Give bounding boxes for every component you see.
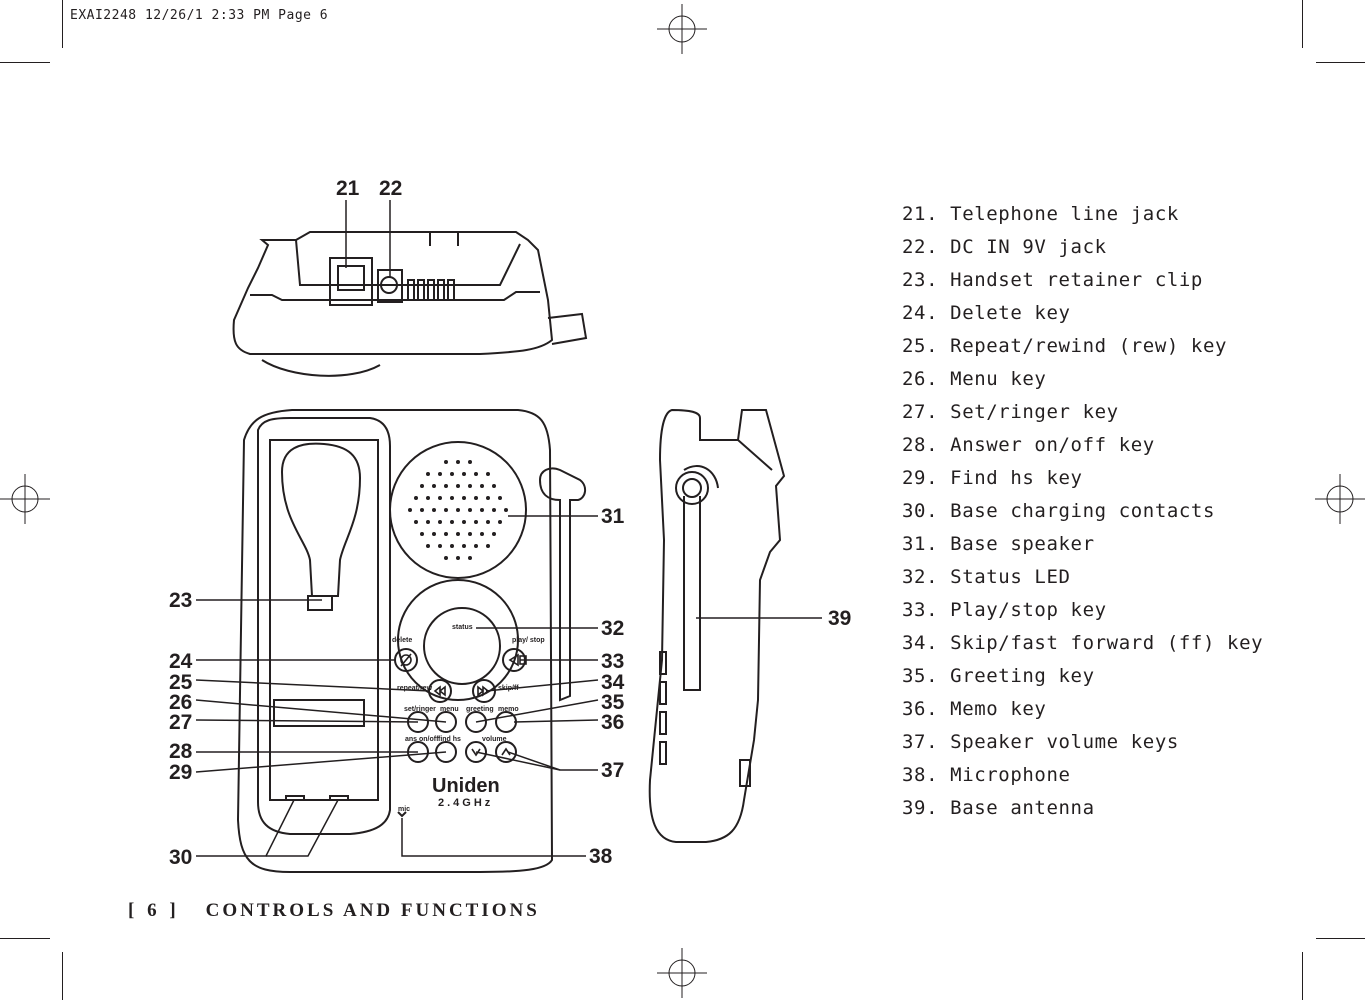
callout-number: 34 [601, 671, 625, 694]
callout-number: 32 [601, 617, 625, 640]
band-label: 2.4GHz [438, 797, 493, 809]
callout-number: 35 [601, 691, 625, 714]
callout-number: 28 [169, 740, 193, 763]
memo-key-label: memo [498, 706, 519, 713]
page-number: [ 6 ] [128, 900, 180, 921]
crop-mark [0, 938, 50, 939]
ans-onoff-key-label: ans on/off [405, 736, 439, 743]
base-rear-view [232, 231, 588, 377]
play-stop-key-label: play/ stop [512, 637, 545, 644]
callout-number: 25 [169, 671, 193, 694]
speaker-grille [408, 460, 508, 560]
base-side-view [648, 408, 786, 843]
legend-item: 24. Delete key [902, 302, 1071, 324]
registration-mark-icon [657, 4, 707, 54]
legend-item: 31. Base speaker [902, 533, 1095, 555]
legend-item: 35. Greeting key [902, 665, 1095, 687]
greeting-key-label: greeting [466, 706, 494, 713]
crop-mark [1316, 938, 1365, 939]
legend-item: 37. Speaker volume keys [902, 731, 1179, 753]
crop-mark [62, 952, 63, 1000]
find-hs-key-label: find hs [438, 736, 461, 743]
callout-number: 39 [828, 607, 852, 630]
legend-item: 25. Repeat/rewind (rew) key [902, 335, 1228, 357]
callout-number: 33 [601, 650, 625, 673]
page-footer: [ 6 ] CONTROLS AND FUNCTIONS [128, 900, 540, 922]
mic-label: mic [398, 806, 410, 813]
legend-item: 21. Telephone line jack [902, 203, 1179, 225]
status-led-label: status [452, 624, 473, 631]
callout-number: 36 [601, 711, 625, 734]
callout-number: 26 [169, 691, 193, 714]
repeat-rew-key-label: repeat/rew [397, 685, 433, 692]
legend-item: 36. Memo key [902, 698, 1047, 720]
crop-mark [1316, 62, 1365, 63]
crop-mark [62, 0, 63, 48]
legend-item: 29. Find hs key [902, 467, 1083, 489]
leader-lines [195, 200, 822, 857]
base-front-view [236, 409, 586, 873]
callout-number: 27 [169, 711, 193, 734]
registration-mark-icon [657, 948, 707, 998]
legend-item: 33. Play/stop key [902, 599, 1107, 621]
callout-number: 31 [601, 505, 625, 528]
legend-item: 34. Skip/fast forward (ff) key [902, 632, 1264, 654]
crop-mark [0, 62, 50, 63]
legend-item: 23. Handset retainer clip [902, 269, 1203, 291]
legend-item: 22. DC IN 9V jack [902, 236, 1107, 258]
legend-item: 26. Menu key [902, 368, 1047, 390]
callout-number: 29 [169, 761, 193, 784]
printer-slug: EXAI2248 12/26/1 2:33 PM Page 6 [70, 8, 329, 23]
registration-mark-icon [1315, 474, 1365, 524]
legend-item: 32. Status LED [902, 566, 1071, 588]
legend-item: 38. Microphone [902, 764, 1071, 786]
legend-item: 28. Answer on/off key [902, 434, 1155, 456]
registration-mark-icon [0, 474, 50, 524]
callout-number: 24 [169, 650, 193, 673]
callout-number: 37 [601, 759, 625, 782]
crop-mark [1302, 952, 1303, 1000]
set-ringer-key-label: set/ringer [404, 706, 436, 713]
callout-number: 30 [169, 846, 193, 869]
menu-key-label: menu [440, 706, 459, 713]
delete-key-label: delete [392, 637, 412, 644]
crop-mark [1302, 0, 1303, 48]
legend-item: 30. Base charging contacts [902, 500, 1216, 522]
brand-logo: Uniden [432, 775, 500, 797]
legend-item: 27. Set/ringer key [902, 401, 1119, 423]
controls-legend: 21. Telephone line jack 22. DC IN 9V jac… [902, 200, 1263, 827]
callout-number: 23 [169, 589, 193, 612]
callout-number: 22 [379, 177, 403, 200]
callout-number: 38 [589, 845, 613, 868]
volume-key-label: volume [482, 736, 507, 743]
callout-number: 21 [336, 177, 360, 200]
legend-item: 39. Base antenna [902, 797, 1095, 819]
section-title: CONTROLS AND FUNCTIONS [205, 900, 540, 921]
